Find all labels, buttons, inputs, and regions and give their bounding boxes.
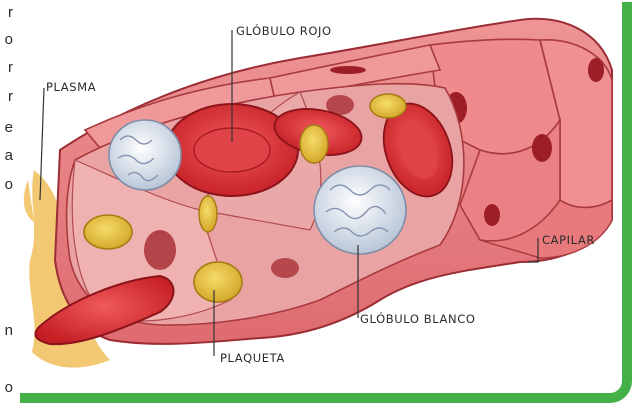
label-red-cell: GLÓBULO ROJO xyxy=(236,24,332,38)
label-capillary: CAPILAR xyxy=(542,233,595,247)
label-platelet: PLAQUETA xyxy=(220,351,285,365)
label-plasma: PLASMA xyxy=(46,80,96,94)
label-white-cell: GLÓBULO BLANCO xyxy=(360,312,475,326)
